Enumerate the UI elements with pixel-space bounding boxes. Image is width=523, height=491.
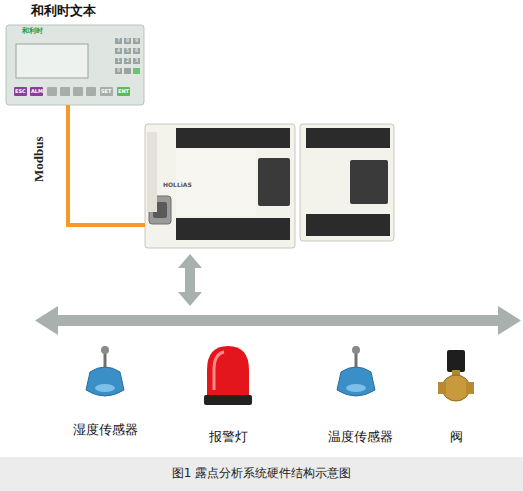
expansion-module xyxy=(300,124,394,241)
device-label: 报警灯 xyxy=(178,430,278,444)
valve-coil xyxy=(447,350,465,372)
key xyxy=(133,58,140,64)
lamp-base xyxy=(204,395,252,405)
arrow-key xyxy=(60,87,70,96)
arrow-key xyxy=(73,87,83,96)
key-digit: 2 xyxy=(126,58,129,64)
key-digit: 5 xyxy=(126,48,129,54)
brand-text: HOLLiAS xyxy=(163,182,192,189)
lamp-node: 报警灯 xyxy=(178,340,278,450)
figure-caption: 图1 露点分析系统硬件结构示意图 xyxy=(0,467,523,480)
humidity-sensor-icon xyxy=(86,346,124,396)
key-digit: 9 xyxy=(135,38,138,44)
esc-key xyxy=(14,87,27,96)
key-digit: 8 xyxy=(126,38,129,44)
key-digit: 4 xyxy=(117,48,120,54)
valve-body xyxy=(442,375,470,401)
ent-key xyxy=(117,87,130,96)
key-digit: 3 xyxy=(135,58,138,64)
sensor-highlight xyxy=(346,384,366,392)
device-label: 湿度传感器 xyxy=(55,423,155,437)
key xyxy=(133,68,140,74)
valve-port xyxy=(466,382,474,394)
key xyxy=(115,48,122,54)
device-label: 温度传感器 xyxy=(310,430,410,444)
lamp-highlight xyxy=(214,352,224,390)
alarm-lamp-icon xyxy=(204,346,252,405)
valve-port xyxy=(438,382,446,394)
arrow-head xyxy=(178,254,202,268)
key xyxy=(124,38,131,44)
panel-body xyxy=(6,25,144,105)
node-heading: 和利时文本 xyxy=(31,4,96,18)
lamp-dome xyxy=(207,346,249,396)
arrow-head xyxy=(498,306,521,335)
plc-body xyxy=(145,124,295,248)
key xyxy=(124,68,131,74)
bus-arrow xyxy=(35,306,521,335)
sensor-node: 湿度传感器 xyxy=(55,340,155,444)
key-label: ALM xyxy=(31,89,43,95)
key-label: SET xyxy=(101,89,111,95)
key xyxy=(133,38,140,44)
sensor-housing xyxy=(337,367,375,396)
key-digit: 6 xyxy=(135,48,138,54)
caption-band xyxy=(0,457,523,491)
temperature-sensor-icon xyxy=(337,346,375,396)
key-digit: 7 xyxy=(117,38,120,44)
plc-cover xyxy=(258,158,290,206)
key xyxy=(124,58,131,64)
plc-side xyxy=(147,132,157,212)
sensor-node: 温度传感器 xyxy=(310,340,410,450)
key xyxy=(133,48,140,54)
valve-icon xyxy=(438,350,474,401)
alm-key xyxy=(30,87,43,96)
key xyxy=(115,38,122,44)
module-cover xyxy=(350,160,388,204)
arrow-shaft xyxy=(185,266,195,294)
valve-node: 阀 xyxy=(426,340,486,450)
device-label: 阀 xyxy=(426,430,486,444)
sensor-housing xyxy=(86,367,124,396)
arrow-key xyxy=(47,87,57,96)
plc-node: HOLLiAS xyxy=(145,122,395,250)
edge-label: Modbus xyxy=(32,136,46,182)
sensor-head xyxy=(352,346,360,354)
arrow-head xyxy=(35,306,58,335)
module-body xyxy=(300,124,394,241)
bus-drop-arrow xyxy=(178,254,202,306)
key-digit: 1 xyxy=(117,58,120,64)
key-digit: 0 xyxy=(117,68,120,74)
arrow-key xyxy=(86,87,96,96)
key-label: ESC xyxy=(15,89,26,95)
key xyxy=(115,68,122,74)
plc-unit xyxy=(145,124,295,248)
sensor-highlight xyxy=(95,384,115,392)
modbus-cable xyxy=(68,105,145,225)
sensor-head xyxy=(101,346,109,354)
arrow-shaft xyxy=(56,315,502,326)
key xyxy=(124,48,131,54)
panel-screen xyxy=(16,44,88,78)
hmi-panel xyxy=(6,25,144,105)
logo-text: 和利时 xyxy=(22,28,43,36)
terminal-strip xyxy=(306,214,390,236)
terminal-strip xyxy=(176,128,290,148)
set-key xyxy=(100,87,113,96)
key-label: ENT xyxy=(118,89,129,95)
terminal-strip xyxy=(306,128,390,148)
key xyxy=(115,58,122,64)
arrow-head xyxy=(178,292,202,306)
terminal-strip xyxy=(176,218,290,240)
